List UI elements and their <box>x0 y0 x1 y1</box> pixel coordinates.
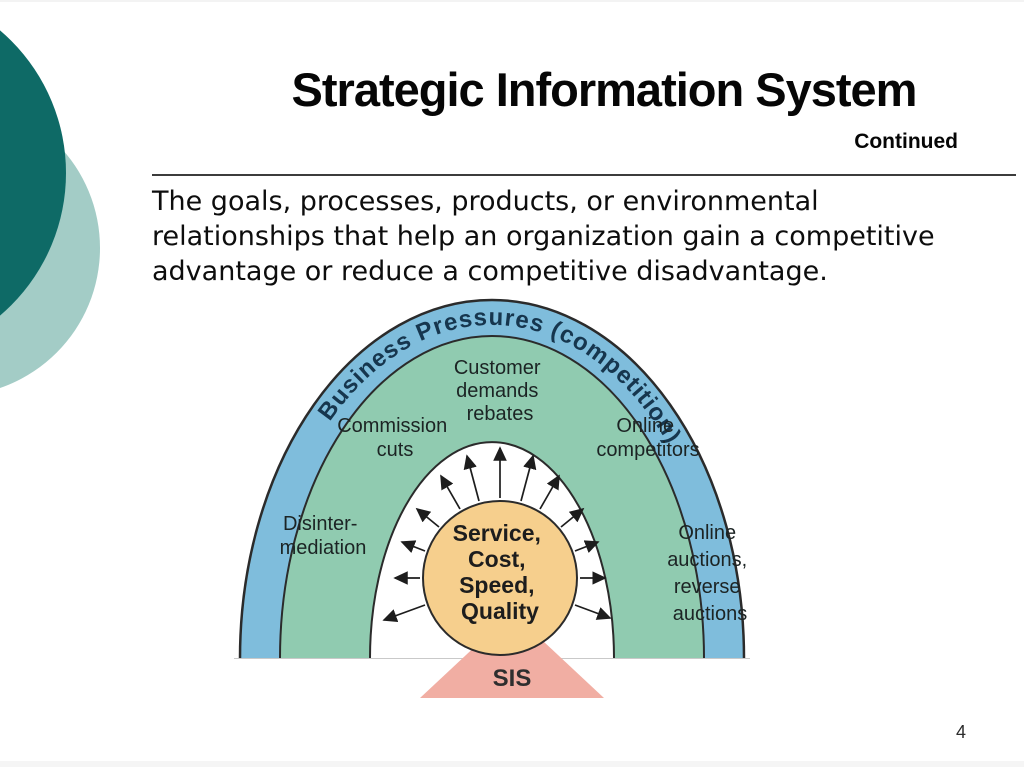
label-disintermediation: Disinter- mediation <box>280 513 367 559</box>
label-customer-demands: Customer demands rebates <box>454 357 546 425</box>
center-goal-circle <box>422 500 578 656</box>
label-online-auctions: Online auctions, reverse auctions <box>667 522 753 625</box>
inner-ring-outline <box>279 335 705 659</box>
page-title: Strategic Information System <box>291 63 918 116</box>
corner-decoration <box>0 30 100 388</box>
business-pressures-diagram: Business Pressures (competition) Service… <box>234 298 753 698</box>
pressure-arrows <box>382 446 612 623</box>
label-commission-cuts: Commission cuts <box>337 415 453 461</box>
title-underline <box>152 174 1016 176</box>
page-number: 4 <box>955 722 966 742</box>
dark-teal-circle <box>0 30 66 316</box>
page-subtitle: Continued <box>854 130 958 153</box>
center-goal-label: Service, Cost, Speed, Quality <box>453 520 548 624</box>
outer-ring-outline <box>238 298 746 659</box>
top-border-strip <box>0 0 1024 2</box>
arrow-zone-outline <box>369 441 615 659</box>
sis-label: SIS <box>493 665 532 692</box>
label-online-competitors: Online competitors <box>596 415 699 461</box>
definition-paragraph: The goals, processes, products, or envir… <box>152 186 935 287</box>
bottom-border-strip <box>0 761 1024 767</box>
